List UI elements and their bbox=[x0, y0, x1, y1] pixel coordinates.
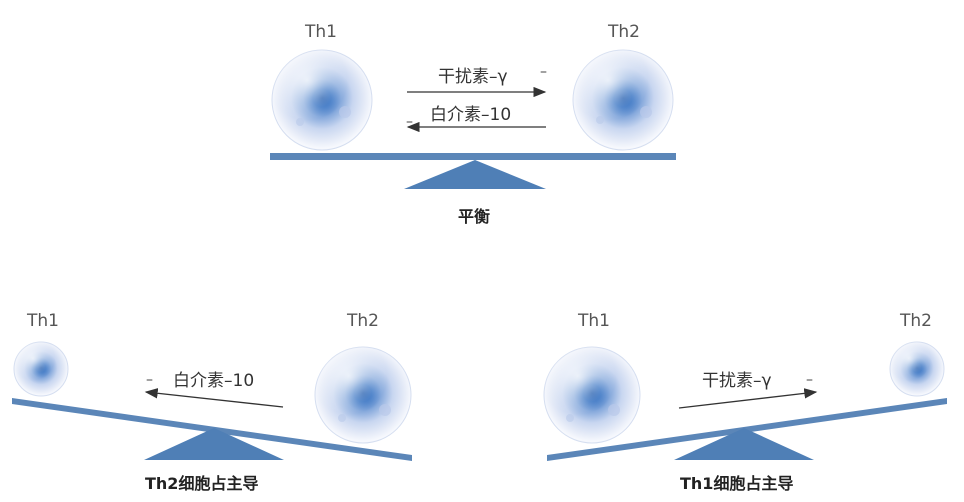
label-interferon-bottom-right: 干扰素–γ bbox=[702, 371, 772, 391]
label-il10-bottom-left: 白介素–10 bbox=[173, 371, 255, 391]
arrow-bottom-left bbox=[144, 388, 284, 408]
caption-th2-dominant: Th2细胞占主导 bbox=[145, 474, 259, 493]
fulcrum-bottom-left bbox=[144, 428, 284, 460]
beam-top bbox=[270, 153, 676, 160]
cell-th2-bottom-left bbox=[314, 346, 412, 444]
sign-il10-top: – bbox=[406, 114, 413, 130]
caption-balance: 平衡 bbox=[458, 207, 491, 226]
cell-th2-bottom-right bbox=[889, 341, 945, 397]
caption-th1-dominant: Th1细胞占主导 bbox=[680, 474, 794, 493]
arrow-bottom-right bbox=[678, 388, 818, 409]
label-interferon-top: 干扰素–γ bbox=[438, 67, 508, 87]
label-il10-top: 白介素–10 bbox=[430, 105, 512, 125]
sign-interferon-bottom-right: – bbox=[806, 372, 813, 388]
sign-il10-bottom-left: – bbox=[146, 372, 153, 388]
label-th1-bottom-right: Th1 bbox=[578, 311, 610, 331]
label-th1-top: Th1 bbox=[305, 22, 337, 42]
label-th2-bottom-left: Th2 bbox=[347, 311, 379, 331]
fulcrum-bottom-right bbox=[674, 428, 814, 460]
cell-th1-top bbox=[271, 49, 373, 151]
label-th1-bottom-left: Th1 bbox=[27, 311, 59, 331]
cell-th1-bottom-left bbox=[13, 341, 69, 397]
label-th2-bottom-right: Th2 bbox=[900, 311, 932, 331]
cell-th2-top bbox=[572, 49, 674, 151]
fulcrum-top bbox=[404, 160, 546, 189]
label-th2-top: Th2 bbox=[608, 22, 640, 42]
sign-interferon-top: – bbox=[540, 64, 547, 80]
cell-th1-bottom-right bbox=[543, 346, 641, 444]
